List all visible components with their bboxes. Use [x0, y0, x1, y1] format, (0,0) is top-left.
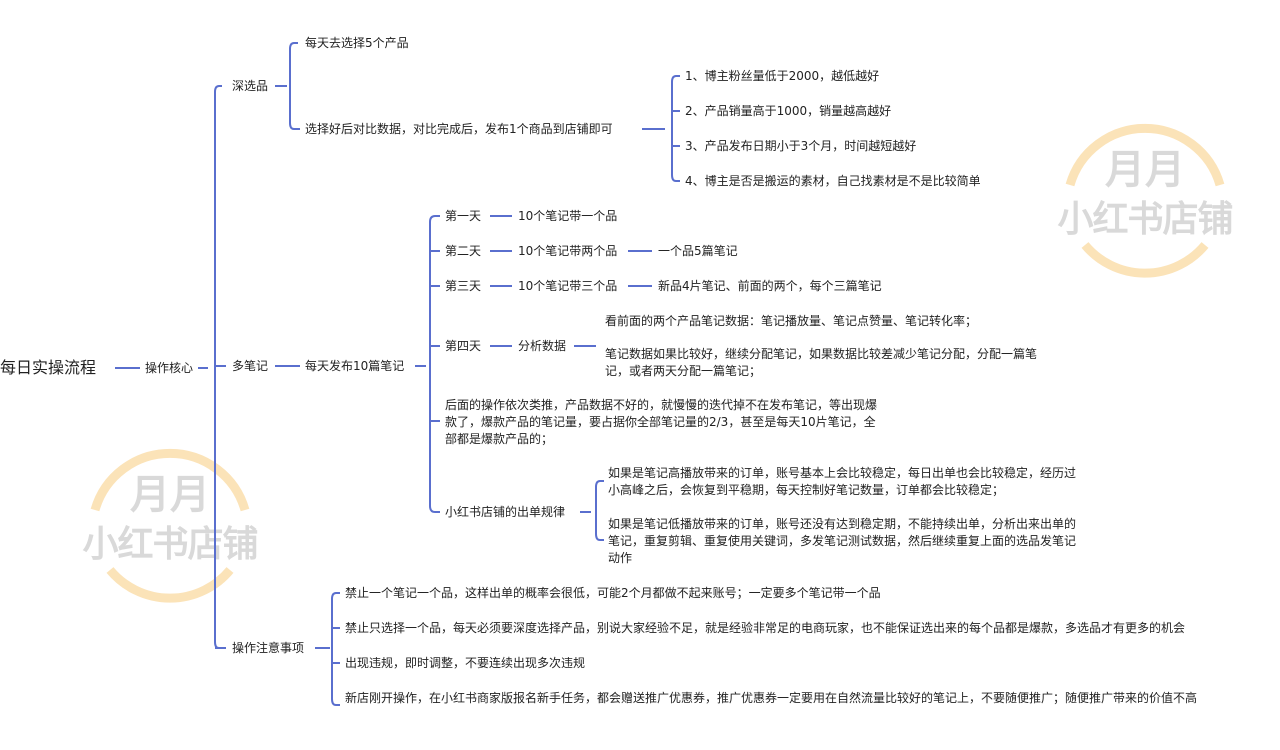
- watermark-arc-icon: [1065, 123, 1225, 278]
- day-node[interactable]: 第二天: [445, 244, 482, 258]
- watermark-logo: 月月 小红书店铺: [70, 420, 270, 620]
- day-node[interactable]: 第四天: [445, 339, 482, 353]
- day-node[interactable]: 第三天: [445, 279, 482, 293]
- caution-item[interactable]: 出现违规，即时调整，不要连续出现多次违规: [345, 656, 586, 670]
- day-plan[interactable]: 分析数据: [518, 339, 567, 353]
- cautions-node[interactable]: 操作注意事项: [232, 641, 305, 655]
- watermark-text: 小红书店铺: [82, 524, 258, 565]
- notes-node[interactable]: 多笔记: [232, 359, 269, 373]
- criteria-item[interactable]: 4、博主是否是搬运的素材，自己找素材是不是比较简单: [685, 174, 981, 188]
- caution-item[interactable]: 新店刚开操作，在小红书商家版报名新手任务，都会赠送推广优惠券，推广优惠券一定要用…: [345, 691, 1198, 705]
- order-rules-node[interactable]: 小红书店铺的出单规律: [445, 505, 566, 519]
- deep-select-item[interactable]: 选择好后对比数据，对比完成后，发布1个商品到店铺即可: [305, 122, 613, 136]
- deep-select-node[interactable]: 深选品: [232, 79, 269, 93]
- watermark-text: 月月: [1105, 147, 1185, 193]
- day-plan[interactable]: 10个笔记带两个品: [518, 244, 618, 258]
- watermark-arc-icon: [90, 448, 250, 603]
- criteria-item[interactable]: 2、产品销量高于1000，销量越高越好: [685, 104, 892, 118]
- caution-item[interactable]: 禁止只选择一个品，每天必须要深度选择产品，别说大家经验不足，就是经验非常足的电商…: [345, 621, 1186, 635]
- order-rule-item[interactable]: 如果是笔记高播放带来的订单，账号基本上会比较稳定，每日出单也会比较稳定，经历过小…: [608, 466, 1077, 497]
- later-steps-node[interactable]: 后面的操作依次类推，产品数据不好的，就慢慢的迭代掉不在发布笔记，等出现爆款了，爆…: [445, 398, 878, 446]
- criteria-item[interactable]: 1、博主粉丝量低于2000，越低越好: [685, 69, 880, 83]
- core-node[interactable]: 操作核心: [145, 361, 194, 375]
- criteria-item[interactable]: 3、产品发布日期小于3个月，时间越短越好: [685, 139, 917, 153]
- watermark-logo: 月月 小红书店铺: [1045, 95, 1245, 295]
- root-node[interactable]: 每日实操流程: [0, 358, 97, 377]
- day-detail[interactable]: 新品4片笔记、前面的两个，每个三篇笔记: [658, 279, 882, 293]
- deep-select-item[interactable]: 每天去选择5个产品: [305, 36, 409, 50]
- day-detail[interactable]: 看前面的两个产品笔记数据：笔记播放量、笔记点赞量、笔记转化率；: [605, 314, 978, 328]
- watermark-text: 小红书店铺: [1057, 199, 1233, 240]
- day-detail[interactable]: 一个品5篇笔记: [658, 244, 738, 258]
- order-rule-item[interactable]: 如果是笔记低播放带来的订单，账号还没有达到稳定期，不能持续出单，分析出来出单的笔…: [608, 517, 1077, 565]
- day-plan[interactable]: 10个笔记带一个品: [518, 209, 618, 223]
- daily-notes-node[interactable]: 每天发布10篇笔记: [305, 359, 405, 373]
- caution-item[interactable]: 禁止一个笔记一个品，这样出单的概率会很低，可能2个月都做不起来账号；一定要多个笔…: [345, 586, 881, 600]
- watermark-text: 月月: [130, 472, 210, 518]
- day-node[interactable]: 第一天: [445, 209, 482, 223]
- day-plan[interactable]: 10个笔记带三个品: [518, 279, 618, 293]
- day-detail[interactable]: 笔记数据如果比较好，继续分配笔记，如果数据比较差减少笔记分配，分配一篇笔记，或者…: [605, 347, 1038, 378]
